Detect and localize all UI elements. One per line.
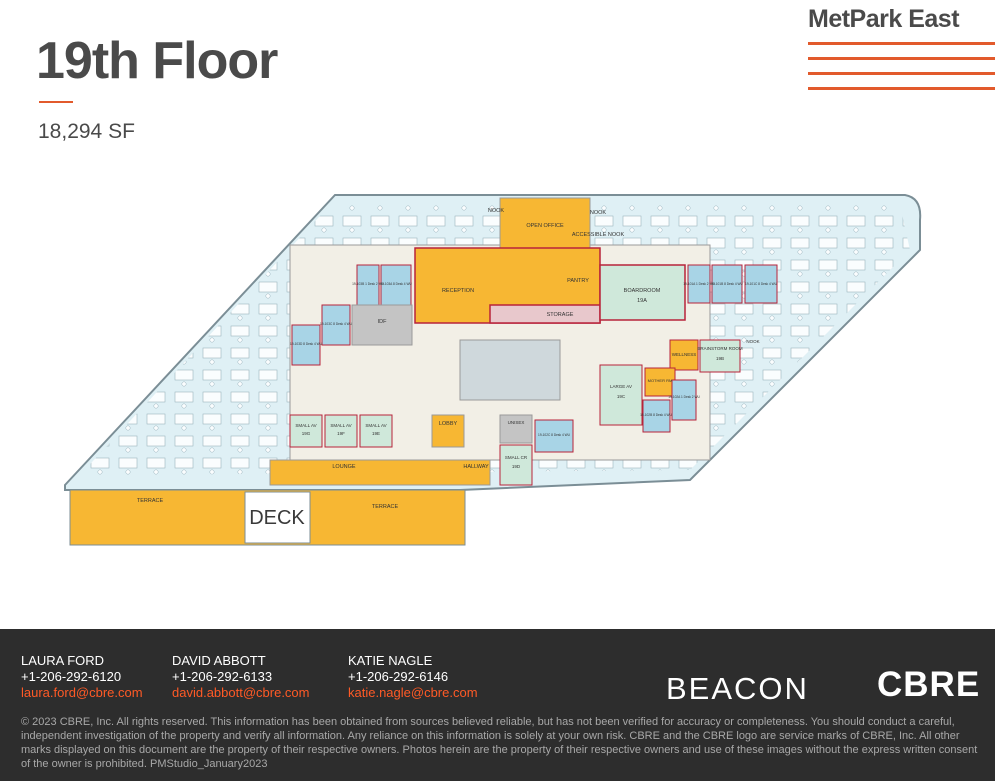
lobby-room — [431, 414, 465, 448]
brand-name: MetPark East — [808, 5, 960, 33]
contact-email-link[interactable]: laura.ford@cbre.com — [21, 685, 143, 700]
brainstorm-room — [699, 339, 741, 373]
contact-card: KATIE NAGLE +1-206-292-6146 katie.nagle@… — [348, 653, 478, 701]
room-label: UNISEX — [508, 420, 525, 425]
room-label: IDF — [378, 319, 388, 325]
contact-card: LAURA FORD +1-206-292-6120 laura.ford@cb… — [21, 653, 143, 701]
office-102a-room — [671, 379, 697, 421]
contact-phone[interactable]: +1-206-292-6120 — [21, 669, 122, 684]
office-101b-room — [711, 264, 743, 304]
room-label: 19-103D 8 Desk 4 WU — [290, 342, 323, 346]
room-label: 19C — [617, 394, 626, 399]
contact-name: DAVID ABBOTT — [172, 653, 266, 668]
room-label: 19-103C 8 Desk 4 WU — [320, 322, 353, 326]
floor-plan: NOOK OPEN OFFICE NOOK ACCESSIBLE NOOK RE… — [64, 194, 922, 546]
room-label: 19-101C 8 Desk 4 WU — [745, 282, 778, 286]
office-102b-room — [642, 399, 671, 433]
room-label: 19B — [716, 356, 724, 361]
floor-area: 18,294 SF — [38, 120, 135, 143]
footer: LAURA FORD +1-206-292-6120 laura.ford@cb… — [0, 629, 995, 781]
room-label: 19A — [637, 298, 647, 304]
storage-room — [489, 304, 601, 324]
contact-card: DAVID ABBOTT +1-206-292-6133 david.abbot… — [172, 653, 310, 701]
office-102c-room — [534, 419, 574, 453]
lounge-area — [269, 459, 491, 486]
room-label: TERRACE — [372, 504, 399, 510]
small-cr-room — [499, 444, 533, 486]
room-label: SMALL AV — [365, 423, 386, 428]
room-label: STORAGE — [547, 312, 574, 318]
brand-stripes — [808, 42, 995, 104]
office-101c-room — [744, 264, 778, 304]
room-label: 19D — [512, 464, 521, 469]
room-label: BOARDROOM — [624, 288, 661, 294]
room-label: PANTRY — [567, 278, 589, 284]
room-label: 19-103B 1 Desk 2 WU — [352, 282, 384, 286]
contact-phone[interactable]: +1-206-292-6133 — [172, 669, 273, 684]
office-101a-room — [687, 264, 711, 304]
room-label: 19-101B 8 Desk 4 WU — [711, 282, 743, 286]
contact-phone[interactable]: +1-206-292-6146 — [348, 669, 449, 684]
small-av-3-room — [359, 414, 393, 448]
unisex-room — [499, 414, 533, 444]
cbre-logo: CBRE — [877, 665, 981, 704]
office-103a-room — [380, 264, 412, 306]
elevator-core — [459, 339, 561, 401]
small-av-1-room — [289, 414, 323, 448]
room-label: WELLNESS — [672, 352, 697, 357]
contact-email-link[interactable]: katie.nagle@cbre.com — [348, 685, 478, 700]
room-label: SMALL AV — [330, 423, 351, 428]
contact-email-link[interactable]: david.abbott@cbre.com — [172, 685, 310, 700]
wellness-room — [669, 339, 699, 371]
room-label: NOOK — [590, 210, 607, 216]
boardroom-room — [599, 264, 686, 321]
room-label: NOOK — [488, 208, 505, 214]
legal-disclaimer: © 2023 CBRE, Inc. All rights reserved. T… — [21, 716, 978, 770]
room-label: 19G — [302, 431, 311, 436]
contact-name: LAURA FORD — [21, 653, 105, 668]
office-103c-room — [321, 304, 351, 346]
room-label: 19F — [337, 431, 345, 436]
room-label: NOOK — [746, 339, 759, 344]
room-label: 19E — [372, 431, 380, 436]
room-label: HALLWAY — [463, 464, 489, 470]
room-label: 19-102C 8 Desk 4 WU — [538, 433, 571, 437]
room-label: 19-102B 8 Desk 4 WU — [640, 413, 672, 417]
room-label: TERRACE — [137, 498, 164, 504]
room-label: SMALL CR — [505, 455, 528, 460]
room-label: RECEPTION — [442, 288, 474, 294]
room-label: LOUNGE — [332, 464, 356, 470]
room-label: SMALL AV — [295, 423, 316, 428]
room-label: 19-101A 1 Desk 2 WU — [683, 282, 715, 286]
page-title: 19th Floor — [36, 32, 278, 90]
title-underline — [39, 101, 73, 103]
large-av-room — [599, 364, 643, 426]
idf-room — [351, 304, 413, 346]
room-label: ACCESSIBLE NOOK — [572, 232, 625, 238]
room-label: BRAINSTORM ROOM — [697, 346, 742, 351]
room-label: 19-103A 8 Desk 4 WU — [380, 282, 412, 286]
room-label: OPEN OFFICE — [526, 223, 564, 229]
contact-name: KATIE NAGLE — [348, 653, 433, 668]
room-label: LOBBY — [439, 421, 458, 427]
small-av-2-room — [324, 414, 358, 448]
beacon-logo: BEACON — [666, 671, 809, 706]
deck-label: DECK — [249, 507, 305, 529]
deck-area — [244, 491, 311, 544]
room-label: MOTHER RM — [648, 378, 673, 383]
office-103d-room — [291, 324, 321, 366]
room-label: LARGE AV — [610, 384, 632, 389]
room-label: 19-102A 1 Desk 2 WU — [668, 395, 700, 399]
